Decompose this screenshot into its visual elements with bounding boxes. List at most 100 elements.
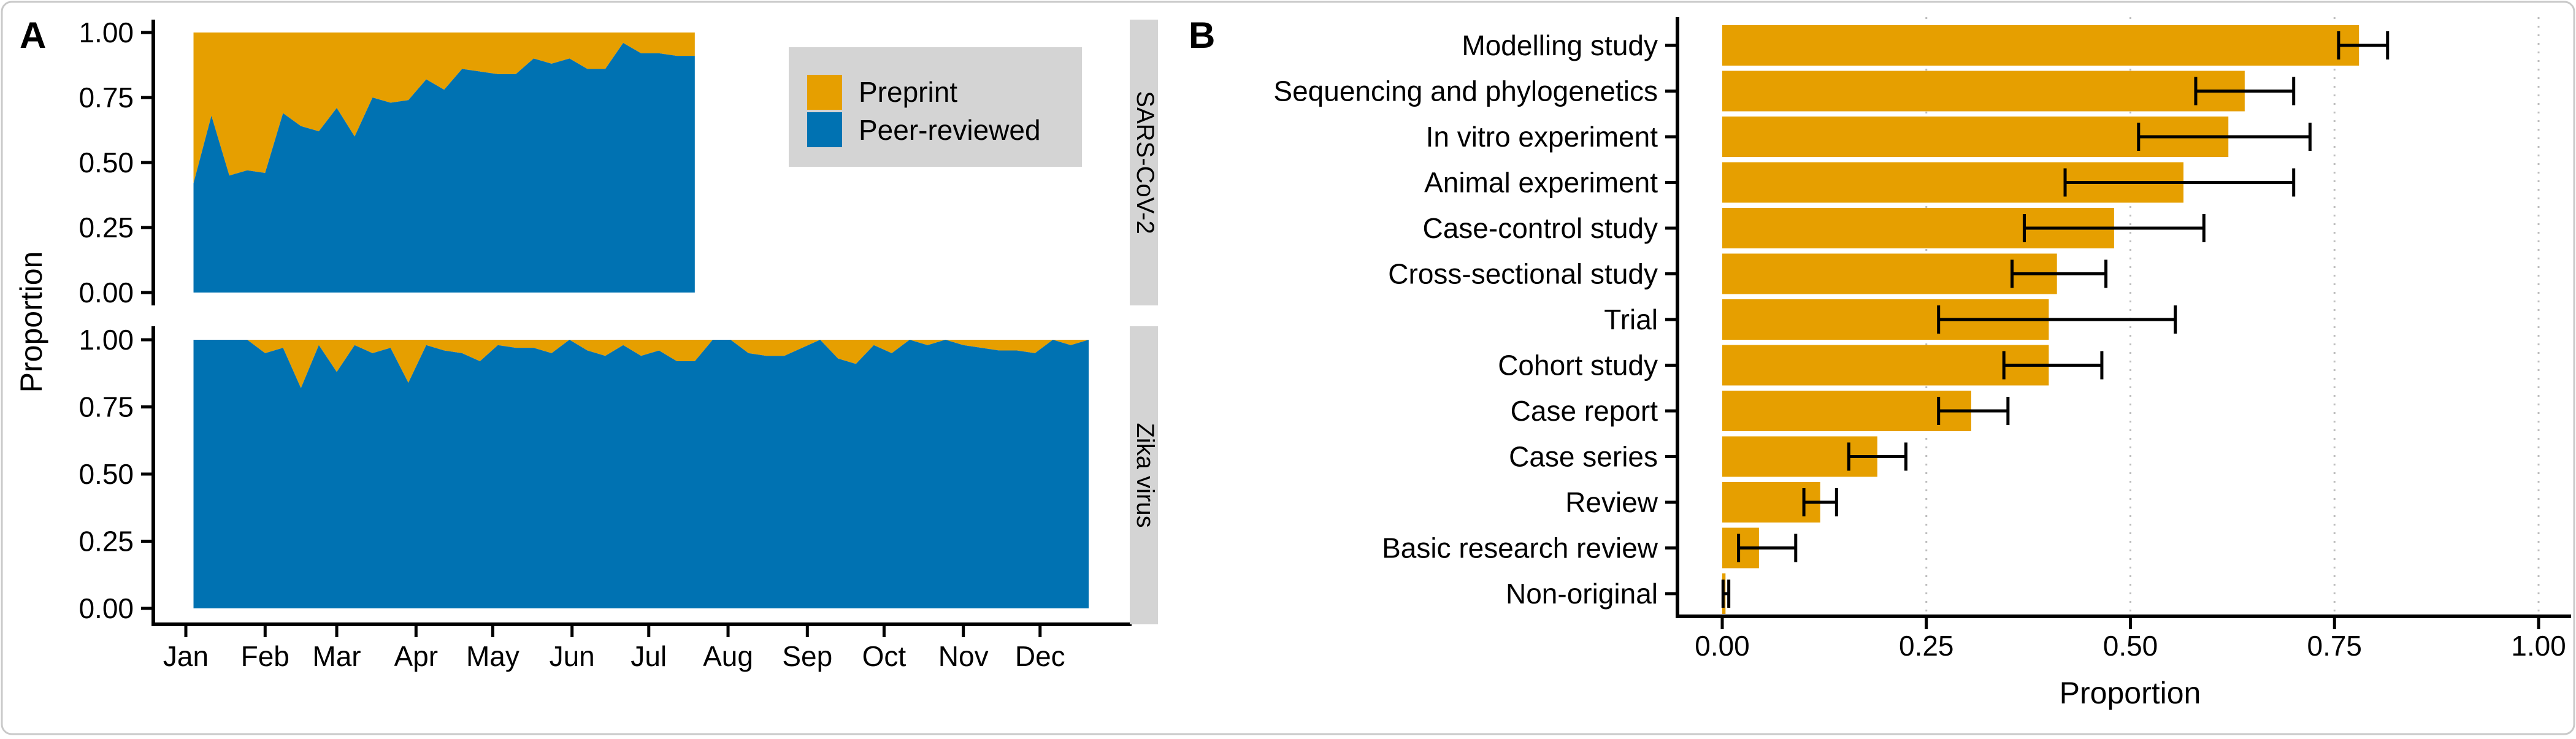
y-tick-label: 0.75 bbox=[79, 82, 134, 113]
error-bar bbox=[1937, 305, 2177, 334]
facet-strip-label-zika-virus: Zika virus bbox=[1132, 423, 1159, 527]
error-bar bbox=[2337, 31, 2390, 59]
y-axis-line-1 bbox=[151, 326, 155, 624]
y-tick bbox=[141, 161, 151, 164]
x-tick bbox=[962, 626, 965, 637]
category-tick bbox=[1665, 135, 1676, 139]
panel-a: A Proportion 0.000.250.500.751.000.000.2… bbox=[14, 15, 1159, 672]
y-tick bbox=[141, 540, 151, 543]
bar bbox=[1722, 71, 2245, 112]
y-axis-line-0 bbox=[151, 20, 155, 305]
x-tick-label-month: May bbox=[466, 640, 519, 672]
x-tick bbox=[184, 626, 188, 637]
panel-a-y-axis-title: Proportion bbox=[14, 251, 48, 393]
y-tick-label: 0.75 bbox=[79, 391, 134, 423]
x-tick-label: 1.00 bbox=[2511, 630, 2566, 662]
y-tick bbox=[141, 405, 151, 408]
legend-label-peer-reviewed: Peer-reviewed bbox=[859, 114, 1041, 146]
error-bar bbox=[2002, 351, 2104, 380]
bar bbox=[1722, 391, 1971, 431]
category-label: Basic research review bbox=[1382, 532, 1658, 564]
x-tick-label-month: Feb bbox=[241, 640, 289, 672]
error-bar bbox=[1937, 397, 2010, 425]
category-label: Modelling study bbox=[1462, 29, 1658, 61]
x-axis-line bbox=[151, 622, 1132, 626]
y-tick bbox=[141, 472, 151, 476]
area-preprint-0 bbox=[193, 33, 695, 183]
category-label: Cross-sectional study bbox=[1388, 258, 1658, 290]
category-tick bbox=[1665, 272, 1676, 275]
category-tick bbox=[1665, 500, 1676, 504]
y-axis-line bbox=[1676, 17, 1679, 618]
category-tick bbox=[1665, 409, 1676, 413]
area-preprint-1 bbox=[193, 340, 1089, 388]
category-tick bbox=[1665, 546, 1676, 549]
x-tick bbox=[1038, 626, 1042, 637]
error-bar bbox=[2011, 259, 2108, 288]
y-tick bbox=[141, 291, 151, 294]
x-tick bbox=[414, 626, 418, 637]
x-tick-label-month: Jan bbox=[163, 640, 209, 672]
y-tick-label: 0.00 bbox=[79, 277, 134, 308]
y-tick bbox=[141, 607, 151, 610]
error-bar bbox=[2022, 214, 2206, 242]
x-tick-label-month: Mar bbox=[312, 640, 361, 672]
error-bar bbox=[1721, 580, 1731, 608]
error-bar bbox=[1847, 442, 1907, 471]
legend-key-peer-reviewed-swatch bbox=[807, 112, 842, 147]
x-axis-line bbox=[1676, 615, 2571, 618]
y-tick-label: 0.00 bbox=[79, 592, 134, 624]
y-tick-label: 1.00 bbox=[79, 324, 134, 356]
x-tick-label: 0.75 bbox=[2307, 630, 2362, 662]
category-label: Case report bbox=[1511, 395, 1658, 427]
category-tick bbox=[1665, 90, 1676, 93]
x-tick-label-month: Jun bbox=[550, 640, 595, 672]
category-tick bbox=[1665, 181, 1676, 184]
bar bbox=[1722, 25, 2359, 66]
x-tick bbox=[2537, 618, 2540, 629]
area-peer-reviewed-1 bbox=[193, 340, 1089, 608]
x-tick-label-month: Dec bbox=[1015, 640, 1065, 672]
x-tick-label: 0.25 bbox=[1899, 630, 1954, 662]
x-tick bbox=[726, 626, 730, 637]
x-tick-label: 0.50 bbox=[2103, 630, 2158, 662]
category-label: Sequencing and phylogenetics bbox=[1273, 75, 1658, 107]
category-tick bbox=[1665, 364, 1676, 367]
y-tick bbox=[141, 31, 151, 34]
legend-key-preprint-swatch bbox=[807, 75, 842, 110]
x-tick-label-month: Aug bbox=[703, 640, 753, 672]
category-tick bbox=[1665, 455, 1676, 458]
facet-strip-zika-virus bbox=[1130, 326, 1158, 624]
category-tick bbox=[1665, 44, 1676, 47]
bar bbox=[1722, 253, 2057, 294]
error-bar bbox=[2194, 77, 2296, 105]
category-label: Animal experiment bbox=[1424, 167, 1658, 199]
panel-b-x-axis-title: Proportion bbox=[2060, 676, 2201, 710]
legend-label-preprint: Preprint bbox=[859, 76, 957, 108]
y-tick-label: 0.25 bbox=[79, 526, 134, 557]
error-bar bbox=[1737, 534, 1798, 562]
x-tick-label-month: Nov bbox=[938, 640, 989, 672]
legend: Preprint Peer-reviewed bbox=[789, 47, 1082, 167]
x-tick bbox=[647, 626, 651, 637]
facet-strip-sars-cov-2 bbox=[1130, 20, 1158, 305]
category-label: In vitro experiment bbox=[1426, 121, 1658, 153]
y-tick-label: 0.25 bbox=[79, 212, 134, 243]
x-tick bbox=[1925, 618, 1928, 629]
y-tick-label: 1.00 bbox=[79, 17, 134, 48]
y-tick-label: 0.50 bbox=[79, 147, 134, 178]
facet-strips: SARS-CoV-2 Zika virus bbox=[1130, 20, 1159, 624]
x-tick bbox=[570, 626, 574, 637]
category-label: Case series bbox=[1509, 441, 1658, 473]
x-tick bbox=[1720, 618, 1724, 629]
x-tick bbox=[805, 626, 809, 637]
y-tick bbox=[141, 226, 151, 229]
error-bar bbox=[1802, 488, 1838, 516]
x-tick-label-month: Apr bbox=[394, 640, 439, 672]
x-tick bbox=[882, 626, 886, 637]
category-label: Case-control study bbox=[1423, 212, 1658, 244]
y-tick bbox=[141, 338, 151, 342]
area-peer-reviewed-0 bbox=[193, 42, 695, 293]
